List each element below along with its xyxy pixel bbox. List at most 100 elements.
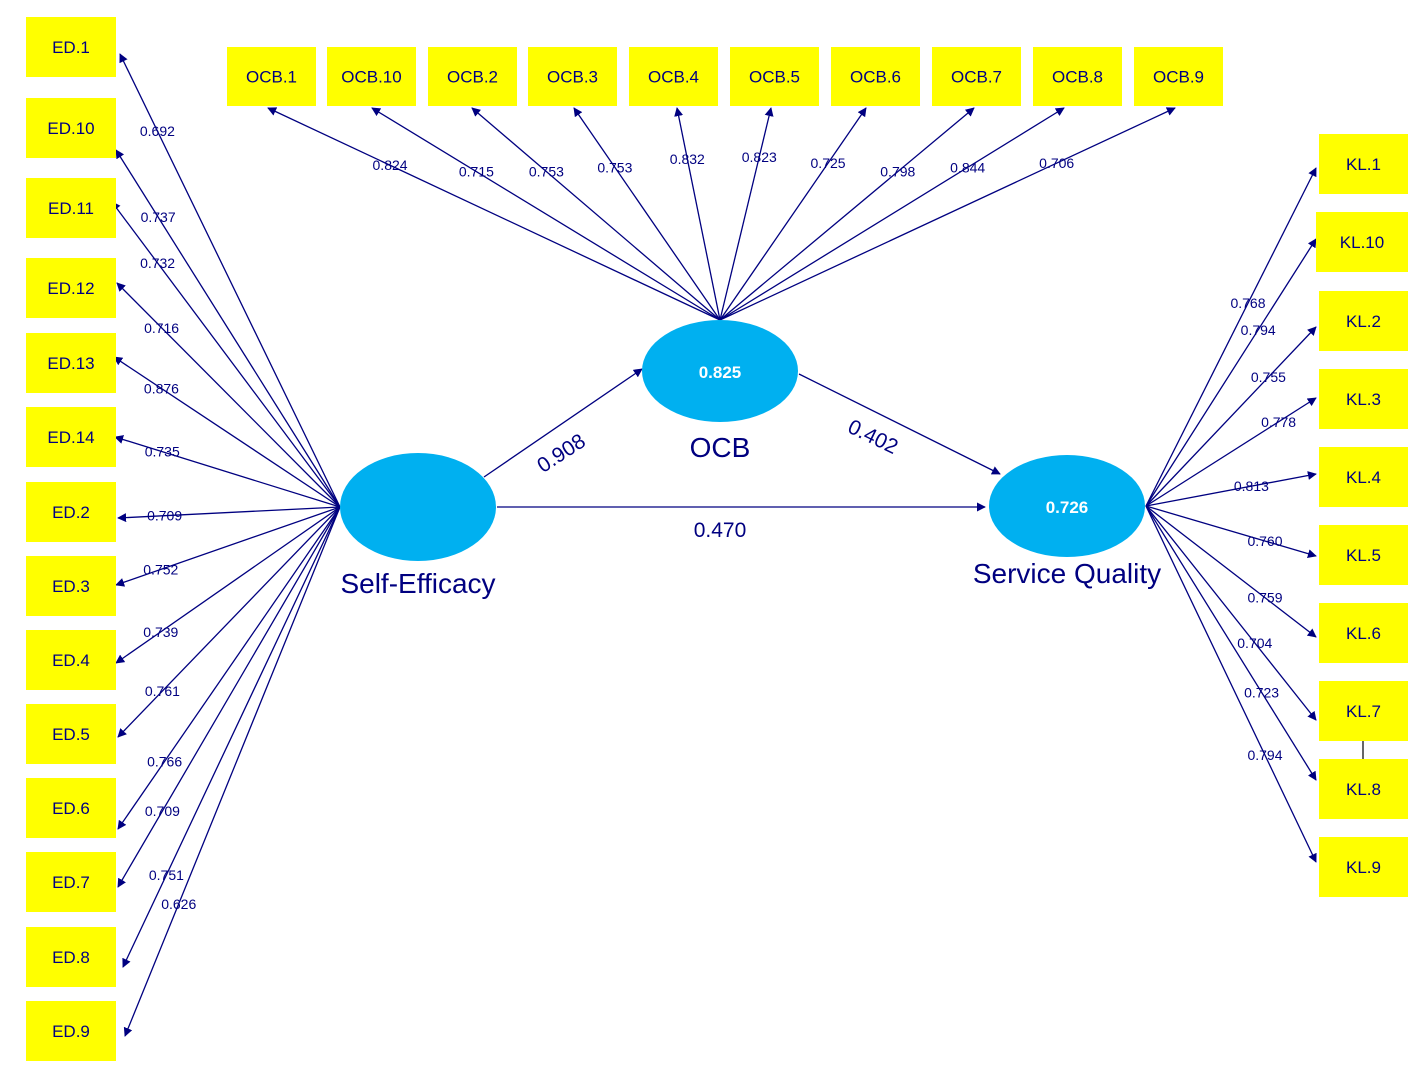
indicator-label-kl-5: KL.5 xyxy=(1346,546,1381,565)
loading-arrow-ocb-4 xyxy=(674,107,721,321)
loading-value-kl-7: 0.704 xyxy=(1237,635,1272,651)
loading-value-ed-9: 0.626 xyxy=(161,896,196,912)
loading-arrow-ed-10 xyxy=(115,149,341,508)
loading-arrow-ed-1 xyxy=(119,53,341,508)
loading-value-ocb-6: 0.725 xyxy=(811,155,846,171)
loading-value-ed-5: 0.761 xyxy=(145,683,180,699)
loading-value-kl-3: 0.778 xyxy=(1261,414,1296,430)
loading-arrow-kl-4 xyxy=(1145,471,1317,507)
loading-value-ed-2: 0.709 xyxy=(147,508,182,524)
loading-value-ed-4: 0.739 xyxy=(143,624,178,640)
loading-arrow-ocb-5 xyxy=(719,107,774,321)
loading-arrow-kl-5 xyxy=(1145,505,1317,559)
loading-arrow-ed-3 xyxy=(115,506,341,587)
indicator-label-kl-6: KL.6 xyxy=(1346,624,1381,643)
indicator-box-ed-13 xyxy=(26,333,116,393)
indicator-box-ocb-1 xyxy=(227,47,316,106)
indicator-label-ocb-5: OCB.5 xyxy=(749,68,800,87)
loading-value-ocb-3: 0.753 xyxy=(597,159,632,175)
indicator-box-ed-5 xyxy=(26,704,116,764)
indicator-box-ed-12 xyxy=(26,258,116,318)
indicator-label-ed-5: ED.5 xyxy=(52,725,90,744)
indicator-box-ocb-8 xyxy=(1033,47,1122,106)
loading-arrow-ed-4 xyxy=(115,506,341,664)
loading-value-kl-1: 0.768 xyxy=(1230,295,1265,311)
indicator-label-ocb-9: OCB.9 xyxy=(1153,68,1204,87)
indicator-box-ocb-5 xyxy=(730,47,819,106)
indicator-box-ed-1 xyxy=(26,17,116,77)
loading-arrows: 0.6920.7370.7320.7160.8760.7350.7090.752… xyxy=(111,53,1317,1037)
latent-ellipse-service-quality xyxy=(989,455,1145,557)
indicator-label-kl-8: KL.8 xyxy=(1346,780,1381,799)
indicator-label-ed-1: ED.1 xyxy=(52,38,90,57)
indicator-box-kl-10 xyxy=(1316,212,1408,272)
loading-arrow-ocb-10 xyxy=(371,107,721,321)
latent-name-self-efficacy: Self-Efficacy xyxy=(340,568,495,599)
loading-value-ocb-10: 0.715 xyxy=(459,164,494,180)
loading-arrow-ed-13 xyxy=(113,356,341,508)
indicator-box-ocb-9 xyxy=(1134,47,1223,106)
loading-arrow-kl-7 xyxy=(1145,505,1317,721)
loading-arrow-ocb-8 xyxy=(719,107,1065,321)
loading-value-ed-8: 0.751 xyxy=(149,867,184,883)
indicator-label-ocb-10: OCB.10 xyxy=(341,68,401,87)
indicator-box-kl-9 xyxy=(1319,837,1408,897)
loading-arrow-kl-8 xyxy=(1145,505,1317,781)
path-coef-ocb-sq: 0.402 xyxy=(844,415,901,459)
indicator-label-ed-4: ED.4 xyxy=(52,651,90,670)
loading-value-ed-11: 0.732 xyxy=(140,255,175,271)
indicator-label-ocb-8: OCB.8 xyxy=(1052,68,1103,87)
indicator-label-ed-9: ED.9 xyxy=(52,1022,90,1041)
loading-value-ocb-8: 0.844 xyxy=(950,159,985,175)
loading-value-ocb-4: 0.832 xyxy=(670,151,705,167)
latent-r2-ocb: 0.825 xyxy=(699,363,742,382)
latent-service-quality: 0.726 Service Quality xyxy=(973,455,1161,589)
loading-value-ocb-1: 0.824 xyxy=(373,157,408,173)
path-coef-se-ocb: 0.908 xyxy=(533,430,590,478)
indicator-box-kl-1 xyxy=(1319,134,1408,194)
latent-name-ocb: OCB xyxy=(690,432,751,463)
path-arrow-ocb-sq xyxy=(798,373,1001,475)
service-quality-indicators: KL.1KL.10KL.2KL.3KL.4KL.5KL.6KL.7KL.8KL.… xyxy=(1316,134,1408,897)
loading-arrow-kl-10 xyxy=(1145,238,1317,507)
loading-arrow-ocb-3 xyxy=(573,107,721,321)
indicator-label-ocb-2: OCB.2 xyxy=(447,68,498,87)
indicator-box-ocb-10 xyxy=(327,47,416,106)
path-coef-se-sq: 0.470 xyxy=(694,519,747,542)
indicator-box-kl-7 xyxy=(1319,681,1408,741)
latent-ellipse-ocb xyxy=(642,320,798,422)
indicator-box-kl-2 xyxy=(1319,291,1408,351)
loading-value-ed-10: 0.737 xyxy=(141,209,176,225)
indicator-box-ocb-2 xyxy=(428,47,517,106)
indicator-label-ocb-4: OCB.4 xyxy=(648,68,699,87)
path-arrow-se-ocb xyxy=(483,368,643,478)
indicator-box-ed-14 xyxy=(26,407,116,467)
loading-value-ed-3: 0.752 xyxy=(143,561,178,577)
indicator-label-ed-10: ED.10 xyxy=(47,119,94,138)
indicator-label-kl-4: KL.4 xyxy=(1346,468,1381,487)
loading-arrow-ocb-9 xyxy=(719,107,1176,321)
loading-arrow-kl-6 xyxy=(1145,505,1317,638)
loading-arrow-ed-12 xyxy=(116,282,341,508)
indicator-box-ocb-3 xyxy=(528,47,617,106)
indicator-label-kl-2: KL.2 xyxy=(1346,312,1381,331)
loading-arrow-ocb-1 xyxy=(267,107,721,321)
indicator-box-kl-3 xyxy=(1319,369,1408,429)
indicator-label-ocb-3: OCB.3 xyxy=(547,68,598,87)
latent-name-service-quality: Service Quality xyxy=(973,558,1161,589)
indicator-box-ed-2 xyxy=(26,482,116,542)
loading-arrow-kl-9 xyxy=(1145,505,1317,863)
loading-arrow-ocb-6 xyxy=(719,107,867,321)
loading-arrow-ocb-2 xyxy=(471,107,721,321)
loading-value-ed-13: 0.876 xyxy=(144,381,179,397)
indicator-label-ed-3: ED.3 xyxy=(52,577,90,596)
structural-paths xyxy=(483,368,1001,512)
indicator-box-ed-10 xyxy=(26,98,116,158)
indicator-label-ed-6: ED.6 xyxy=(52,799,90,818)
loading-value-ed-12: 0.716 xyxy=(144,320,179,336)
loading-arrow-ed-2 xyxy=(117,506,341,523)
loading-arrow-ed-5 xyxy=(117,506,341,738)
indicator-box-ed-4 xyxy=(26,630,116,690)
loading-value-ed-1: 0.692 xyxy=(140,123,175,139)
